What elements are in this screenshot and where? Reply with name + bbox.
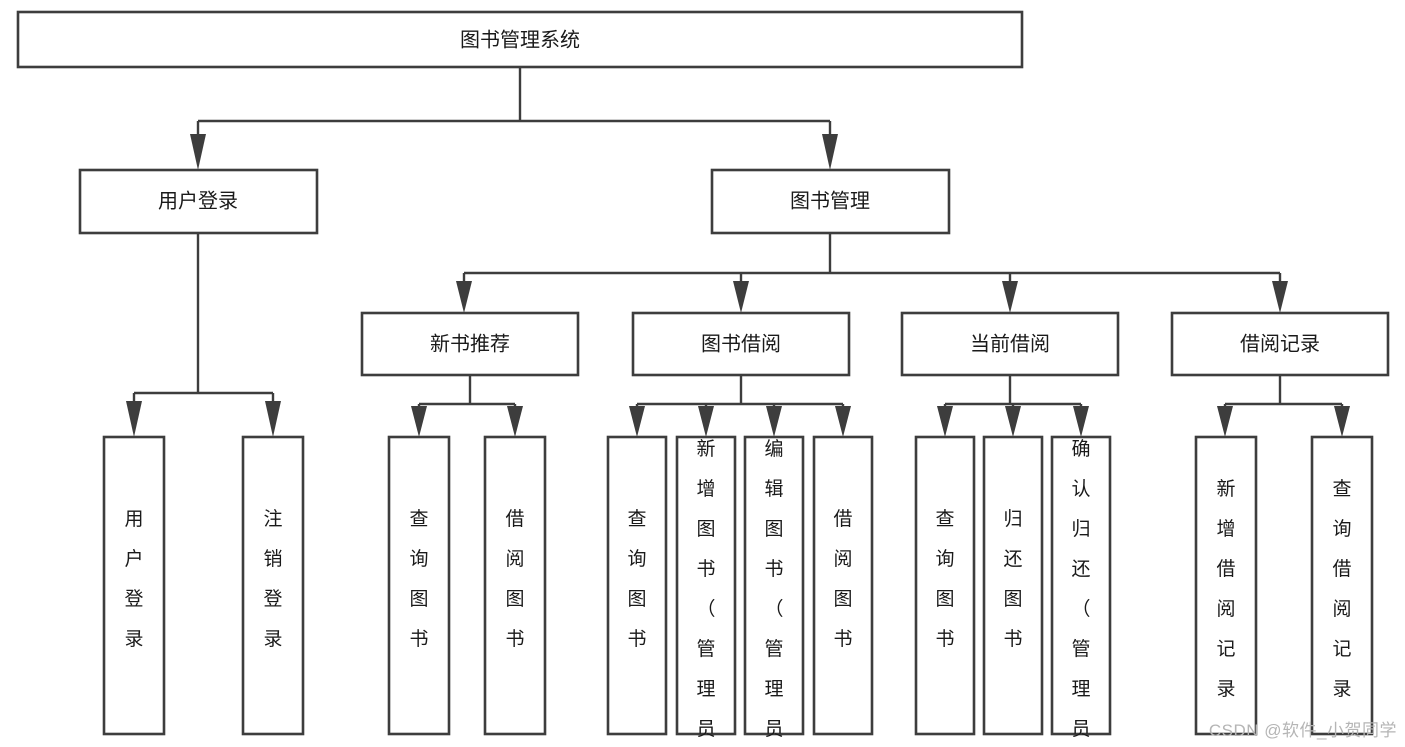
- leaf-node[interactable]: 新增借阅记录: [1194, 435, 1258, 736]
- node-current-borrow-label: 当前借阅: [970, 332, 1050, 355]
- connector-layer: [126, 67, 1350, 437]
- leaf-node[interactable]: 确认归还（管理员）: [1050, 435, 1112, 747]
- leaf-label-nbr-1: 查询图书: [409, 508, 428, 650]
- leaf-box-cb-1[interactable]: [914, 435, 976, 736]
- node-new-book-recommend[interactable]: 新书推荐: [360, 311, 580, 377]
- csdn-watermark: CSDN @软件_小贺同学: [1208, 721, 1397, 740]
- arrow-head-bb-leaf-1: [629, 406, 645, 437]
- leaf-node[interactable]: 查询图书: [387, 435, 451, 736]
- node-user-login-box[interactable]: [78, 168, 319, 235]
- leaf-box-bb-3[interactable]: [743, 435, 805, 736]
- arrow-head-borrow-record: [1272, 281, 1288, 313]
- leaf-label-bb-2: 新增图书（管理员）: [696, 438, 715, 747]
- leaf-box-br-2[interactable]: [1310, 435, 1374, 736]
- leaf-node[interactable]: 查询图书: [606, 435, 668, 736]
- node-current-borrow-box[interactable]: [900, 311, 1120, 377]
- leaf-label-user-login-1: 用户登录: [124, 509, 143, 650]
- node-user-login-label: 用户登录: [158, 189, 238, 212]
- leaf-box-user-login-2[interactable]: [241, 435, 305, 736]
- arrow-head-br-leaf-1: [1217, 406, 1233, 437]
- node-root-box[interactable]: [16, 10, 1024, 69]
- arrow-head-current-borrow: [1002, 281, 1018, 313]
- arrow-head-nbr-leaf-1: [411, 406, 427, 437]
- arrow-head-nbr-leaf-2: [507, 406, 523, 437]
- leaf-node[interactable]: 用户登录: [102, 435, 166, 736]
- node-borrow-record[interactable]: 借阅记录: [1170, 311, 1390, 377]
- leaf-box-user-login-1[interactable]: [102, 435, 166, 736]
- leaf-label-bb-1: 查询图书: [627, 508, 646, 650]
- leaf-box-bb-4[interactable]: [812, 435, 874, 736]
- arrow-head-leaf-user-login-1: [126, 401, 142, 437]
- node-book-borrow-label: 图书借阅: [701, 332, 781, 355]
- leaf-label-br-2: 查询借阅记录: [1332, 478, 1351, 700]
- node-borrow-record-label: 借阅记录: [1240, 332, 1320, 355]
- leaf-box-nbr-2[interactable]: [483, 435, 547, 736]
- arrow-head-bb-leaf-2: [698, 406, 714, 437]
- leaf-node[interactable]: 借阅图书: [812, 435, 874, 736]
- leaf-box-cb-2[interactable]: [982, 435, 1044, 736]
- arrow-head-book-borrow: [733, 281, 749, 313]
- node-current-borrow[interactable]: 当前借阅: [900, 311, 1120, 377]
- node-book-manage-label: 图书管理: [790, 189, 870, 212]
- node-book-borrow[interactable]: 图书借阅: [631, 311, 851, 377]
- arrow-head-cb-leaf-3: [1073, 406, 1089, 437]
- node-borrow-record-box[interactable]: [1170, 311, 1390, 377]
- node-new-book-recommend-label: 新书推荐: [430, 332, 510, 355]
- leaf-label-cb-2: 归还图书: [1003, 508, 1022, 650]
- leaf-node[interactable]: 查询借阅记录: [1310, 435, 1374, 736]
- leaf-box-br-1[interactable]: [1194, 435, 1258, 736]
- arrow-head-bb-leaf-3: [766, 406, 782, 437]
- leaf-node[interactable]: 查询图书: [914, 435, 976, 736]
- node-root[interactable]: 图书管理系统: [16, 10, 1024, 69]
- node-root-label: 图书管理系统: [460, 28, 580, 51]
- node-book-borrow-box[interactable]: [631, 311, 851, 377]
- leaf-label-cb-3: 确认归还（管理员）: [1071, 438, 1090, 747]
- leaf-label-bb-3: 编辑图书（管理员）: [764, 438, 783, 747]
- leaf-label-bb-4: 借阅图书: [833, 508, 852, 650]
- node-new-book-recommend-box[interactable]: [360, 311, 580, 377]
- arrow-head-cb-leaf-2: [1005, 406, 1021, 437]
- arrow-head-new-book: [456, 281, 472, 313]
- node-book-manage[interactable]: 图书管理: [710, 168, 951, 235]
- leaf-label-nbr-2: 借阅图书: [505, 508, 524, 650]
- leaf-label-user-login-2: 注销登录: [263, 508, 282, 650]
- leaf-box-bb-2[interactable]: [675, 435, 737, 736]
- leaf-node[interactable]: 新增图书（管理员）: [675, 435, 737, 747]
- arrow-head-user-login: [190, 134, 206, 170]
- node-book-manage-box[interactable]: [710, 168, 951, 235]
- arrow-head-cb-leaf-1: [937, 406, 953, 437]
- leaf-node[interactable]: 注销登录: [241, 435, 305, 736]
- node-user-login[interactable]: 用户登录: [78, 168, 319, 235]
- leaf-label-cb-1: 查询图书: [935, 508, 954, 650]
- arrow-head-leaf-user-login-2: [265, 401, 281, 437]
- leaf-node[interactable]: 归还图书: [982, 435, 1044, 736]
- arrow-head-book-manage: [822, 134, 838, 170]
- arrow-head-br-leaf-2: [1334, 406, 1350, 437]
- leaf-label-br-1: 新增借阅记录: [1216, 478, 1235, 700]
- leaf-node[interactable]: 编辑图书（管理员）: [743, 435, 805, 747]
- leaf-box-bb-1[interactable]: [606, 435, 668, 736]
- leaf-node[interactable]: 借阅图书: [483, 435, 547, 736]
- leaf-box-nbr-1[interactable]: [387, 435, 451, 736]
- arrow-head-bb-leaf-4: [835, 406, 851, 437]
- leaf-box-cb-3[interactable]: [1050, 435, 1112, 736]
